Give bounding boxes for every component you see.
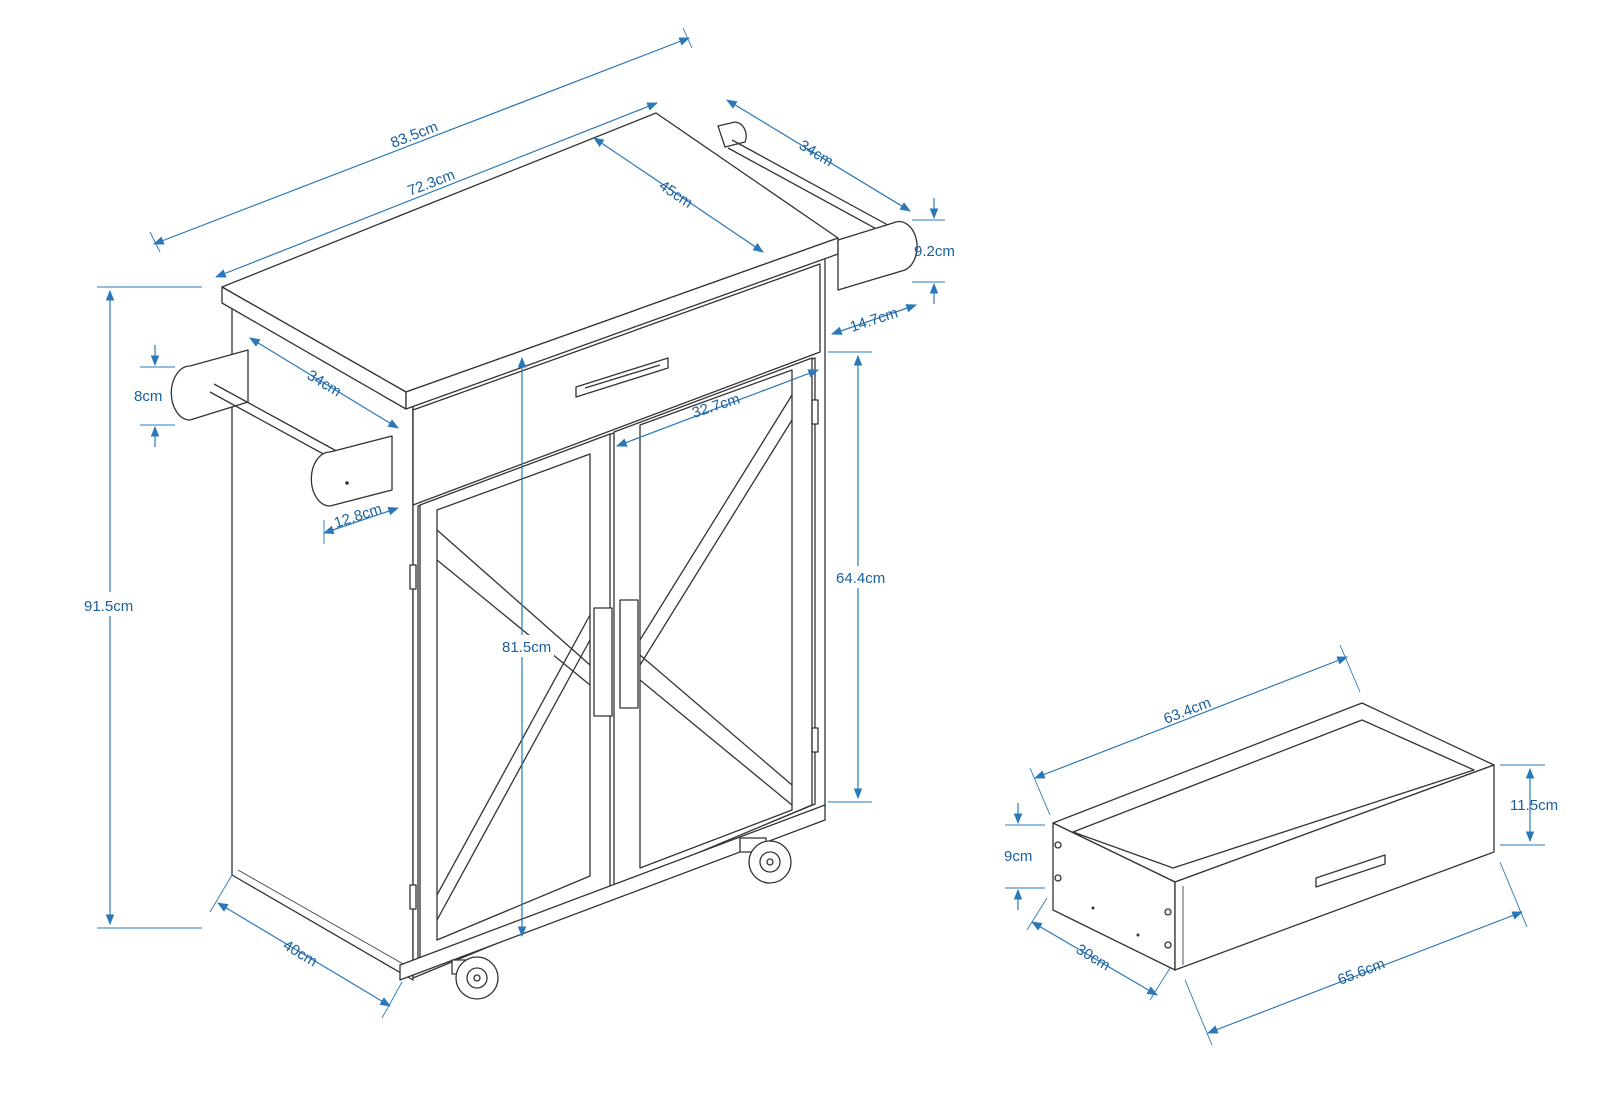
label-drawer-depth: 30cm <box>1073 941 1113 974</box>
caster-wheel <box>739 837 792 884</box>
label-right-rack-offset: 14.7cm <box>848 304 900 335</box>
cart-left-door <box>419 433 611 969</box>
label-total-height: 91.5cm <box>84 598 133 615</box>
cart-right-door <box>613 357 813 889</box>
left-door-handle <box>593 607 613 717</box>
caster-wheel <box>451 956 499 1000</box>
label-drawer-inner-length: 63.4cm <box>1161 694 1213 728</box>
label-right-rack-height: 9.2cm <box>914 243 955 260</box>
label-drawer-front-height: 11.5cm <box>1510 797 1558 814</box>
label-base-depth: 40cm <box>280 937 320 970</box>
label-top-width: 72.3cm <box>405 166 457 200</box>
cart-side-panel <box>231 302 414 981</box>
left-towel-rack <box>170 349 393 507</box>
label-door-height: 81.5cm <box>502 639 551 656</box>
drawer-drawing <box>1052 702 1495 971</box>
label-overall-width: 83.5cm <box>388 118 440 152</box>
label-drawer-front-length: 65.6cm <box>1335 955 1387 989</box>
kitchen-cart-drawing <box>170 112 918 1000</box>
drawer-front-handle <box>1315 854 1386 888</box>
label-cabinet-height: 64.4cm <box>836 570 885 587</box>
right-door-handle <box>619 599 639 709</box>
label-right-rack-length: 34cm <box>796 137 836 170</box>
label-drawer-side-height: 9cm <box>1004 848 1032 865</box>
label-left-rack-height: 8cm <box>134 388 162 405</box>
